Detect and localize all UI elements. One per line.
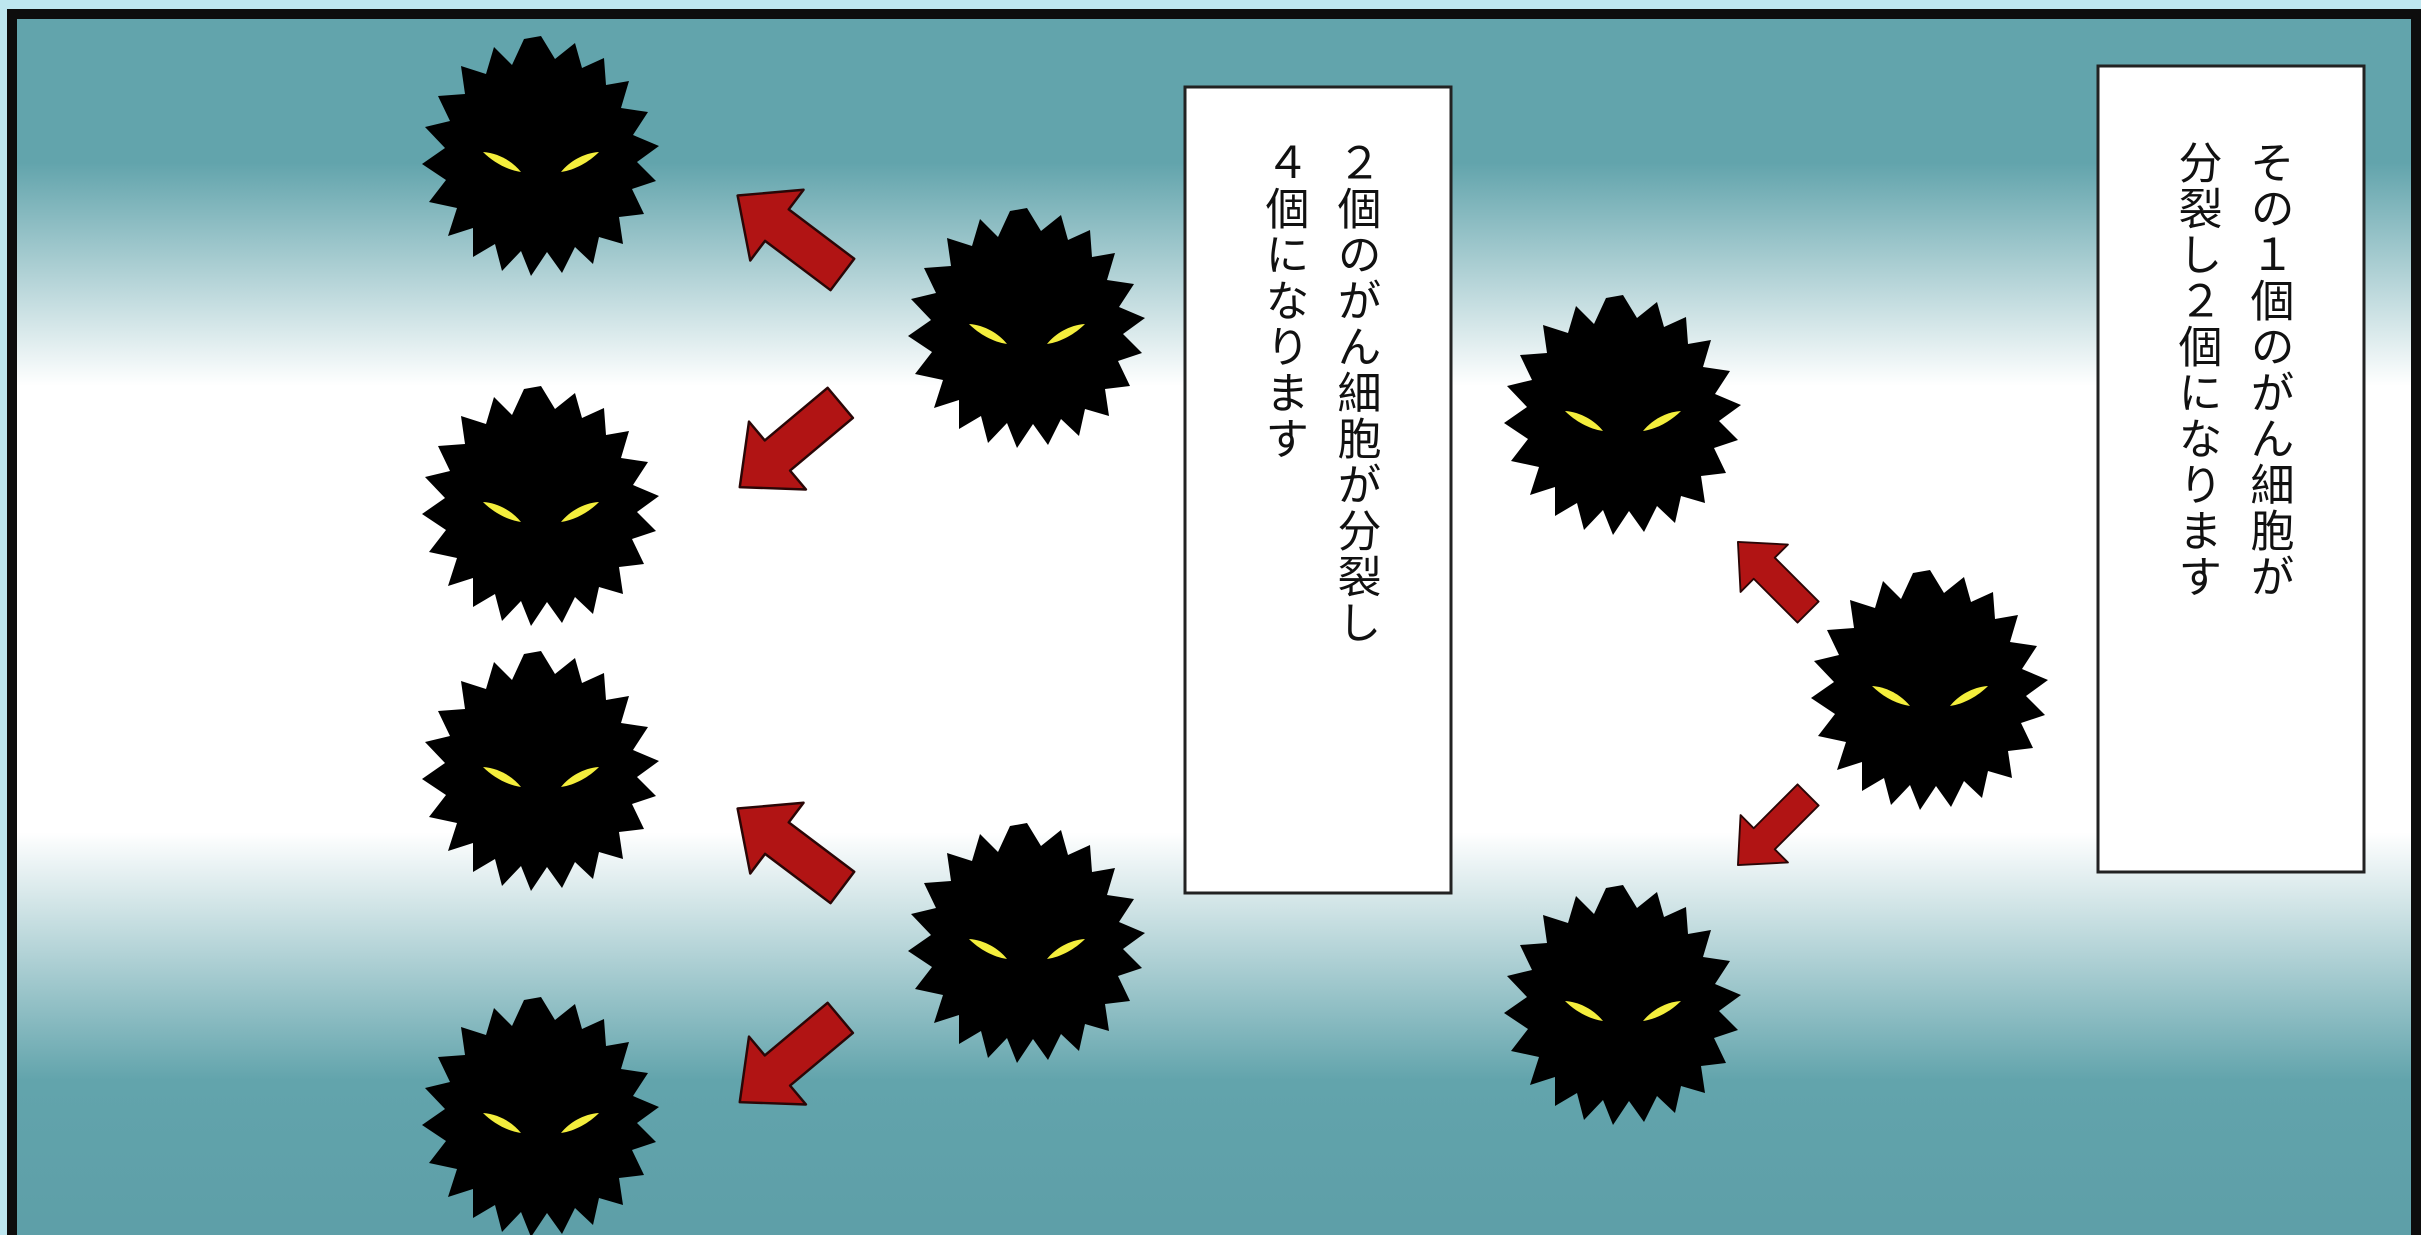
caption-middle-line1: ２個のがん細胞が分裂し: [1330, 140, 1382, 646]
caption-right-line1: その１個のがん細胞が: [2243, 140, 2295, 600]
caption-right-line2: 分裂し２個になります: [2171, 140, 2223, 600]
caption-middle-line2: ４個になります: [1258, 140, 1310, 462]
caption-right: その１個のがん細胞が 分裂し２個になります: [2096, 64, 2366, 874]
caption-middle: ２個のがん細胞が分裂し ４個になります: [1183, 85, 1453, 895]
